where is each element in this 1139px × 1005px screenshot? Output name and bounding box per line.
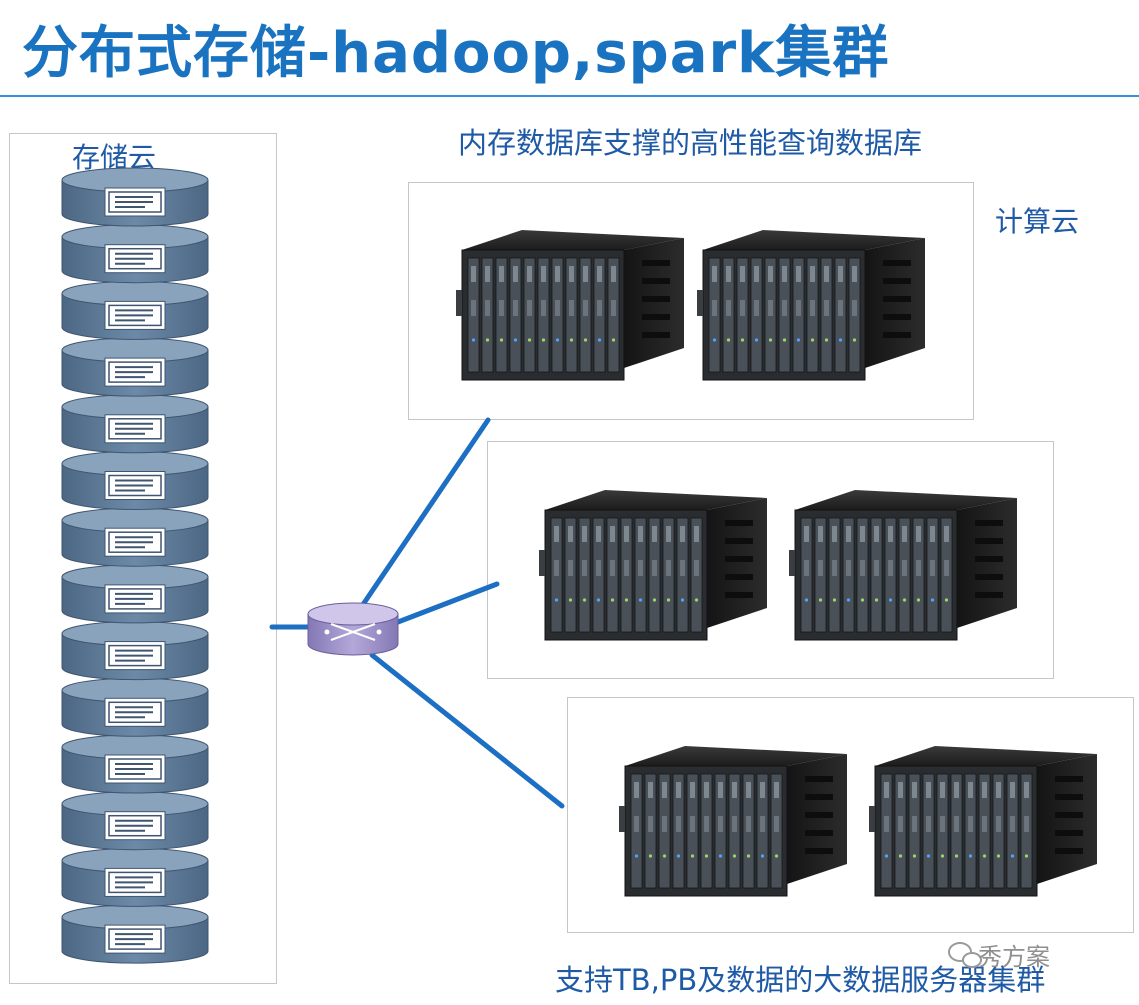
- storage-disk-icon: [61, 337, 209, 397]
- watermark-text: 秀方案: [978, 943, 1050, 971]
- storage-disk-icon: [61, 564, 209, 624]
- storage-disk-icon: [61, 791, 209, 851]
- router-port: [324, 629, 330, 635]
- storage-disk-icon: [61, 167, 209, 227]
- storage-disk-icon: [61, 734, 209, 794]
- bottom-caption: 支持TB,PB及数据的大数据服务器集群: [555, 963, 1046, 997]
- storage-disk-icon: [61, 280, 209, 340]
- blade-server-chassis-icon: [789, 490, 1017, 641]
- top-caption: 内存数据库支撑的高性能查询数据库: [458, 126, 923, 160]
- blade-server-chassis-icon: [697, 230, 925, 381]
- network-link-4: [369, 652, 565, 809]
- storage-disk-icon: [61, 904, 209, 964]
- title-divider: [0, 95, 1139, 97]
- storage-disk-icon: [61, 621, 209, 681]
- network-link-3: [395, 581, 500, 625]
- slide-title: 分布式存储-hadoop,spark集群: [22, 21, 890, 86]
- storage-disk-icon: [61, 224, 209, 284]
- router-top: [307, 602, 399, 626]
- router-body: [307, 613, 399, 656]
- storage-disk-icon: [61, 507, 209, 567]
- network-router-icon: [307, 602, 399, 656]
- blade-server-chassis-icon: [539, 490, 767, 641]
- compute-cloud-label: 计算云: [995, 205, 1080, 238]
- blade-server-chassis-icon: [619, 746, 847, 897]
- storage-disk-icon: [61, 451, 209, 510]
- network-link-2: [359, 417, 491, 609]
- storage-disk-stack: [61, 167, 209, 964]
- router-port: [376, 629, 382, 635]
- blade-server-chassis-icon: [456, 230, 684, 381]
- storage-disk-icon: [61, 677, 209, 737]
- wechat-watermark-icon: [948, 942, 982, 968]
- storage-disk-icon: [61, 394, 209, 454]
- server-clusters: [456, 230, 1097, 897]
- blade-server-chassis-icon: [869, 746, 1097, 897]
- router-arrow: [330, 623, 376, 641]
- network-links: [269, 417, 565, 809]
- storage-disk-icon: [61, 847, 209, 907]
